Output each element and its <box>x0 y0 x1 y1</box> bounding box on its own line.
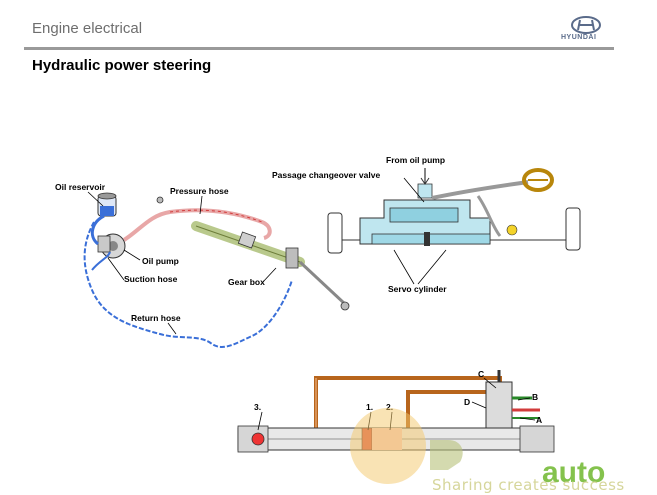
hyundai-logo-icon <box>571 16 601 34</box>
right-servo-diagram: From oil pump Passage changeover valve S… <box>272 155 581 294</box>
watermark-logo-icon <box>430 440 463 470</box>
label-d: D <box>464 397 470 407</box>
label-c: C <box>478 369 484 379</box>
label-num-1: 1. <box>366 402 373 412</box>
label-from-oil-pump: From oil pump <box>386 155 445 165</box>
slide-title: Hydraulic power steering <box>32 57 212 74</box>
oil-reservoir-drawing <box>97 192 117 217</box>
label-num-3: 3. <box>254 402 261 412</box>
header-divider <box>24 47 614 50</box>
steering-wheel-icon <box>522 168 554 192</box>
label-passage-changeover-valve: Passage changeover valve <box>272 170 380 180</box>
watermark-brand: auto <box>542 456 605 489</box>
watermark-orb-icon <box>350 408 426 484</box>
label-oil-pump: Oil pump <box>142 256 179 266</box>
label-oil-reservoir: Oil reservoir <box>55 182 106 192</box>
oil-pump-drawing <box>97 233 126 259</box>
pressure-hose-line <box>122 208 272 242</box>
label-b: B <box>532 392 538 402</box>
label-gear-box: Gear box <box>228 277 265 287</box>
header-brand: HYUNDAI <box>561 34 597 41</box>
gear-box-drawing <box>156 196 350 311</box>
label-servo-cylinder: Servo cylinder <box>388 284 447 294</box>
watermark-tagline: Sharing creates success <box>432 476 625 494</box>
left-system-diagram: Oil reservoir Pressure hose Oil pump Suc… <box>55 182 350 348</box>
label-a: A <box>536 415 542 425</box>
watermark: auto Sharing creates success <box>350 408 625 494</box>
return-hose-line <box>83 221 293 348</box>
label-suction-hose: Suction hose <box>124 274 178 284</box>
header-title: Engine electrical <box>32 20 143 37</box>
suction-hose-line <box>90 214 105 246</box>
label-return-hose: Return hose <box>131 313 181 323</box>
label-num-2: 2. <box>386 402 393 412</box>
label-pressure-hose: Pressure hose <box>170 186 229 196</box>
